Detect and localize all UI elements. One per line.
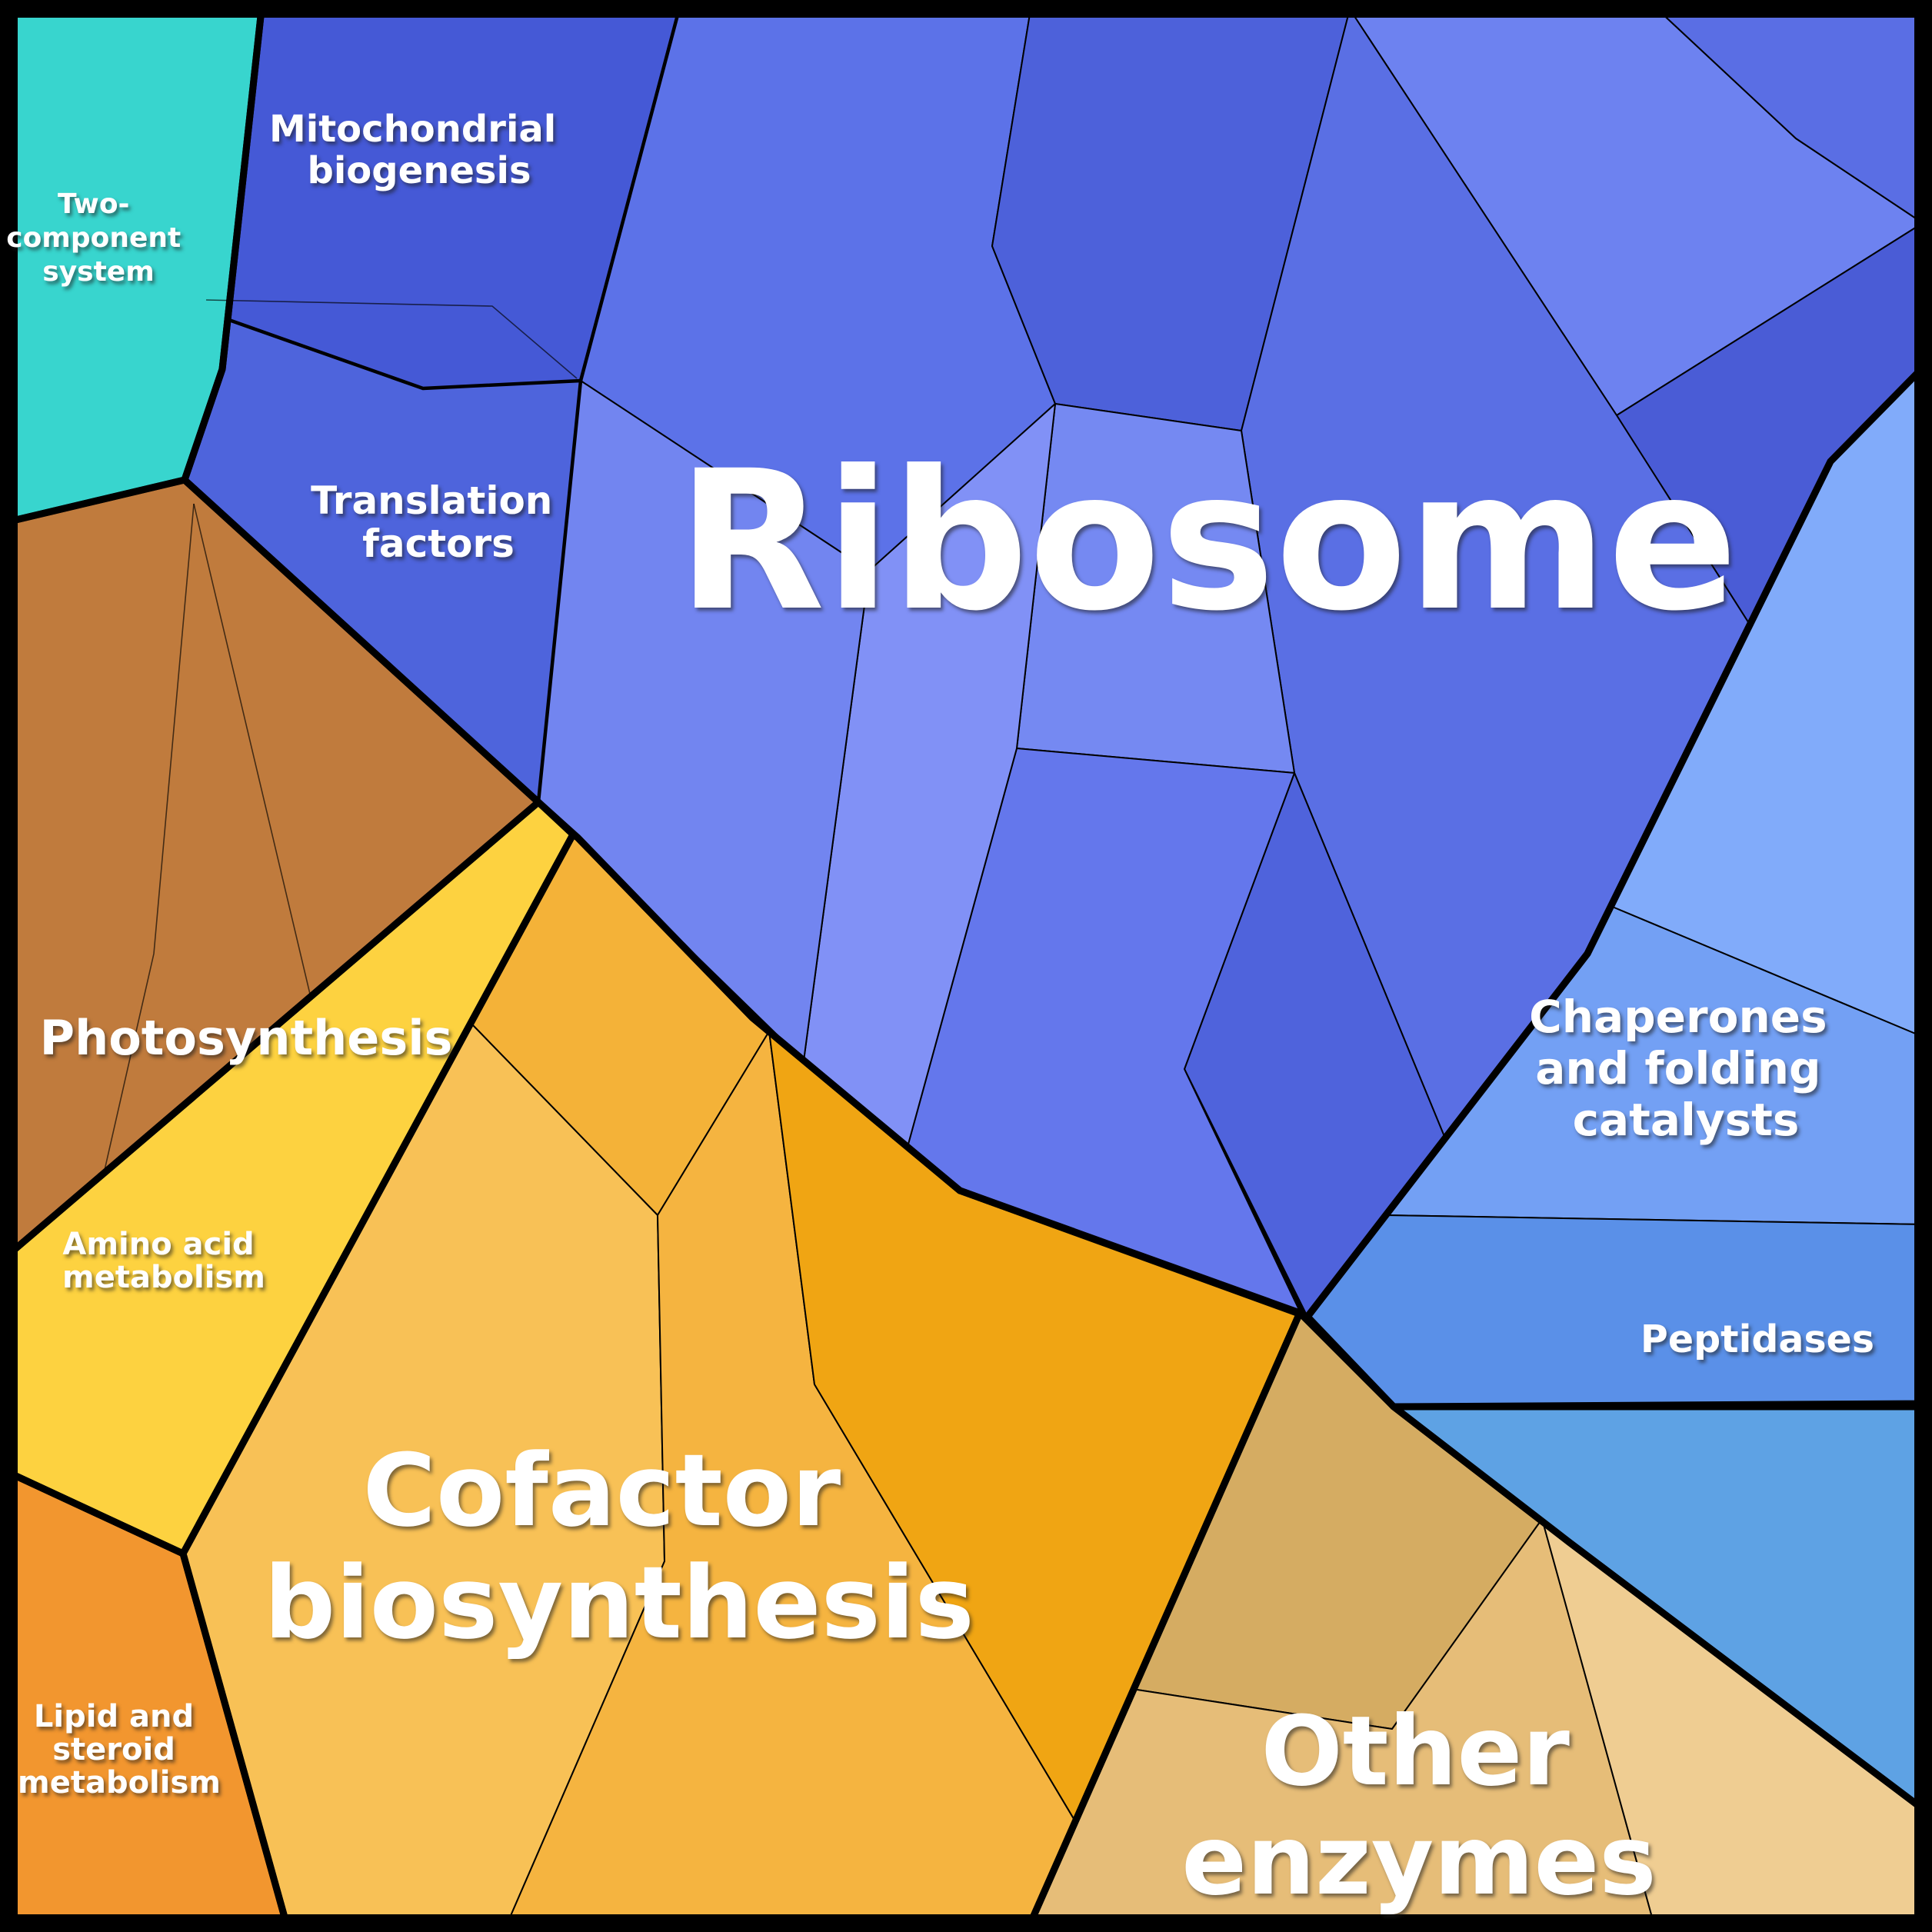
- label-chaperones: Chaperones and folding catalysts: [1529, 991, 1843, 1146]
- label-translation-factors: Translation factors: [311, 478, 566, 566]
- border-mito-translation: [225, 317, 583, 391]
- label-cofactor-biosynthesis: Cofactor biosynthesis: [264, 1432, 974, 1661]
- region-chaperones: [1307, 367, 1924, 1407]
- label-other-enzymes: Other enzymes: [1181, 1696, 1656, 1917]
- mito-subcell-line: [205, 299, 578, 379]
- label-mitochondrial-biogenesis: Mitochondrial biogenesis: [269, 108, 569, 192]
- border-translation-ribosome: [536, 378, 583, 804]
- label-amino-acid-metabolism: Amino acid metabolism: [62, 1227, 265, 1295]
- photo-subcell-line: [193, 503, 313, 1004]
- label-ribosome: Ribosome: [677, 429, 1738, 653]
- chaperones-subcell: [1307, 1214, 1924, 1407]
- region-ribosome: [538, 8, 1924, 1317]
- region-cofactor-biosynthesis: [182, 834, 1301, 1924]
- label-photosynthesis: Photosynthesis: [40, 1010, 453, 1066]
- label-lipid-steroid-metabolism: Lipid and steroid metabolism: [18, 1699, 221, 1800]
- region-other-enzymes: [1030, 1312, 1924, 1924]
- photo-subcell-line: [102, 503, 195, 1178]
- label-two-component-system: Two- component system: [6, 188, 191, 288]
- border-mito-ribosome: [578, 7, 681, 383]
- label-peptidases: Peptidases: [1641, 1317, 1874, 1361]
